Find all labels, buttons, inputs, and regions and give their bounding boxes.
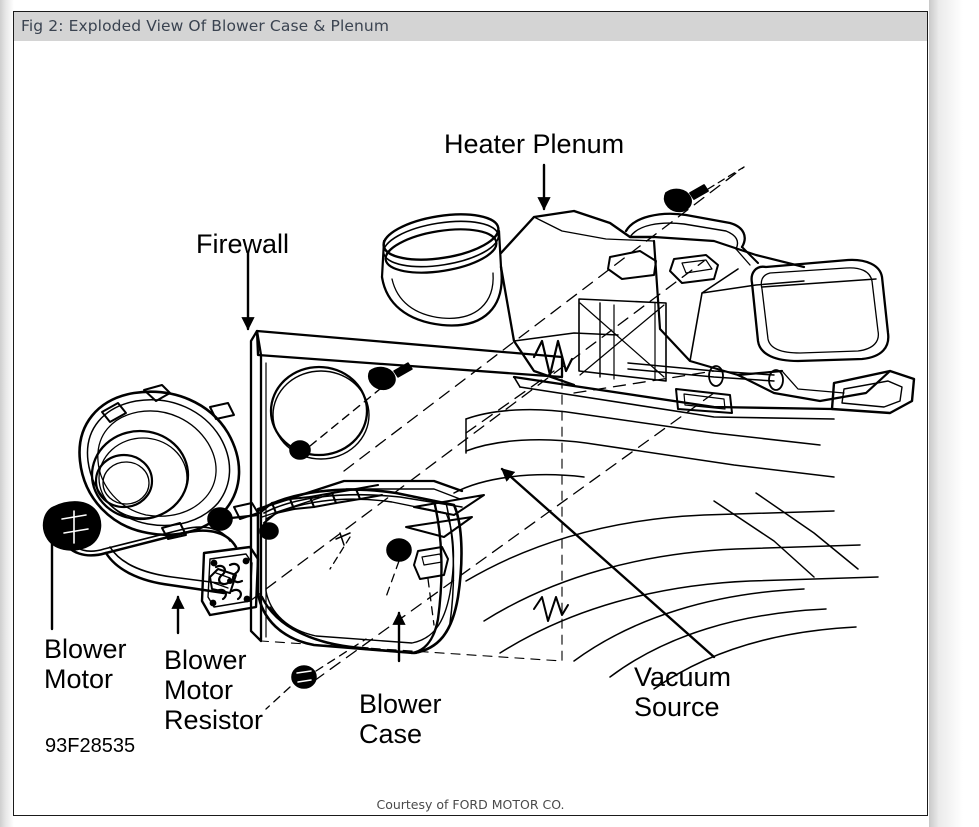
- svg-text:Motor: Motor: [164, 675, 233, 705]
- svg-text:Motor: Motor: [44, 664, 113, 694]
- callout-labels: Heater Plenum Firewall Blower Motor Blow…: [44, 129, 731, 757]
- callout-label-firewall: Firewall: [196, 229, 289, 259]
- blower-motor-assembly: [42, 384, 260, 595]
- svg-text:Blower: Blower: [359, 689, 442, 719]
- exploded-view-drawing: Heater Plenum Firewall Blower Motor Blow…: [42, 129, 916, 757]
- callout-label-blower-motor: Blower Motor: [44, 634, 127, 694]
- figure-header: Fig 2: Exploded View Of Blower Case & Pl…: [14, 12, 927, 41]
- figure-title: Fig 2: Exploded View Of Blower Case & Pl…: [21, 17, 390, 35]
- leader-vacuum-source: [500, 467, 716, 659]
- heater-plenum-assembly: [380, 166, 916, 420]
- callout-label-vacuum-source: Vacuum Source: [634, 662, 731, 722]
- svg-text:Resistor: Resistor: [164, 705, 263, 735]
- callout-label-heater-plenum: Heater Plenum: [444, 129, 624, 159]
- svg-text:Source: Source: [634, 692, 720, 722]
- break-symbol-lower: [533, 596, 569, 622]
- assembly-axis-lines: [249, 166, 745, 682]
- svg-text:Vacuum: Vacuum: [634, 662, 731, 692]
- blower-case-part: [256, 479, 485, 710]
- break-symbol: [532, 339, 574, 377]
- callout-leaders: [45, 163, 716, 663]
- svg-text:Case: Case: [359, 719, 422, 749]
- figure-frame: Fig 2: Exploded View Of Blower Case & Pl…: [13, 11, 928, 816]
- callout-label-blower-case: Blower Case: [359, 689, 442, 749]
- figure-body: Heater Plenum Firewall Blower Motor Blow…: [14, 41, 927, 815]
- blower-motor-resistor-part: [200, 545, 260, 617]
- callout-label-blower-motor-resistor: Blower Motor Resistor: [164, 645, 263, 735]
- svg-text:Blower: Blower: [44, 634, 127, 664]
- page-right-shade: [929, 0, 979, 827]
- vehicle-background-contours: [453, 408, 879, 690]
- firewall-panel: [249, 329, 564, 662]
- svg-text:Blower: Blower: [164, 645, 247, 675]
- figure-part-number: 93F28535: [45, 735, 135, 757]
- figure-credit: Courtesy of FORD MOTOR CO.: [376, 797, 565, 812]
